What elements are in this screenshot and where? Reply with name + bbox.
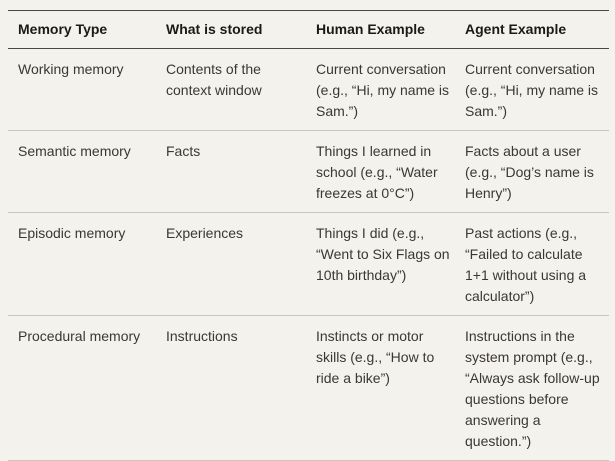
cell-human-example: Current conversation (e.g., “Hi, my name… xyxy=(306,48,455,131)
table-header: Memory Type What is stored Human Example… xyxy=(8,10,609,49)
cell-agent-example: Instructions in the system prompt (e.g.,… xyxy=(455,315,609,461)
header-row: Memory Type What is stored Human Example… xyxy=(8,10,609,49)
cell-memory-type: Procedural memory xyxy=(8,315,156,461)
cell-agent-example: Current conversation (e.g., “Hi, my name… xyxy=(455,48,609,131)
cell-human-example: Instincts or motor skills (e.g., “How to… xyxy=(306,315,455,461)
cell-human-example: Things I did (e.g., “Went to Six Flags o… xyxy=(306,212,455,316)
cell-human-example: Things I learned in school (e.g., “Water… xyxy=(306,130,455,213)
header-cell-memory-type: Memory Type xyxy=(8,10,156,49)
cell-what-is-stored: Instructions xyxy=(156,315,306,461)
table-row-episodic-memory: Episodic memory Experiences Things I did… xyxy=(8,212,609,316)
memory-types-table-container: Memory Type What is stored Human Example… xyxy=(8,10,609,461)
cell-memory-type: Working memory xyxy=(8,48,156,131)
header-cell-human-example: Human Example xyxy=(306,10,455,49)
cell-agent-example: Facts about a user (e.g., “Dog’s name is… xyxy=(455,130,609,213)
table-row-working-memory: Working memory Contents of the context w… xyxy=(8,48,609,131)
header-cell-agent-example: Agent Example xyxy=(455,10,609,49)
cell-memory-type: Episodic memory xyxy=(8,212,156,316)
cell-agent-example: Past actions (e.g., “Failed to calculate… xyxy=(455,212,609,316)
table-row-semantic-memory: Semantic memory Facts Things I learned i… xyxy=(8,130,609,213)
cell-memory-type: Semantic memory xyxy=(8,130,156,213)
cell-what-is-stored: Experiences xyxy=(156,212,306,316)
cell-what-is-stored: Facts xyxy=(156,130,306,213)
table-row-procedural-memory: Procedural memory Instructions Instincts… xyxy=(8,315,609,461)
table-body: Working memory Contents of the context w… xyxy=(8,48,609,461)
cell-what-is-stored: Contents of the context window xyxy=(156,48,306,131)
memory-types-table: Memory Type What is stored Human Example… xyxy=(8,10,609,461)
header-cell-what-is-stored: What is stored xyxy=(156,10,306,49)
